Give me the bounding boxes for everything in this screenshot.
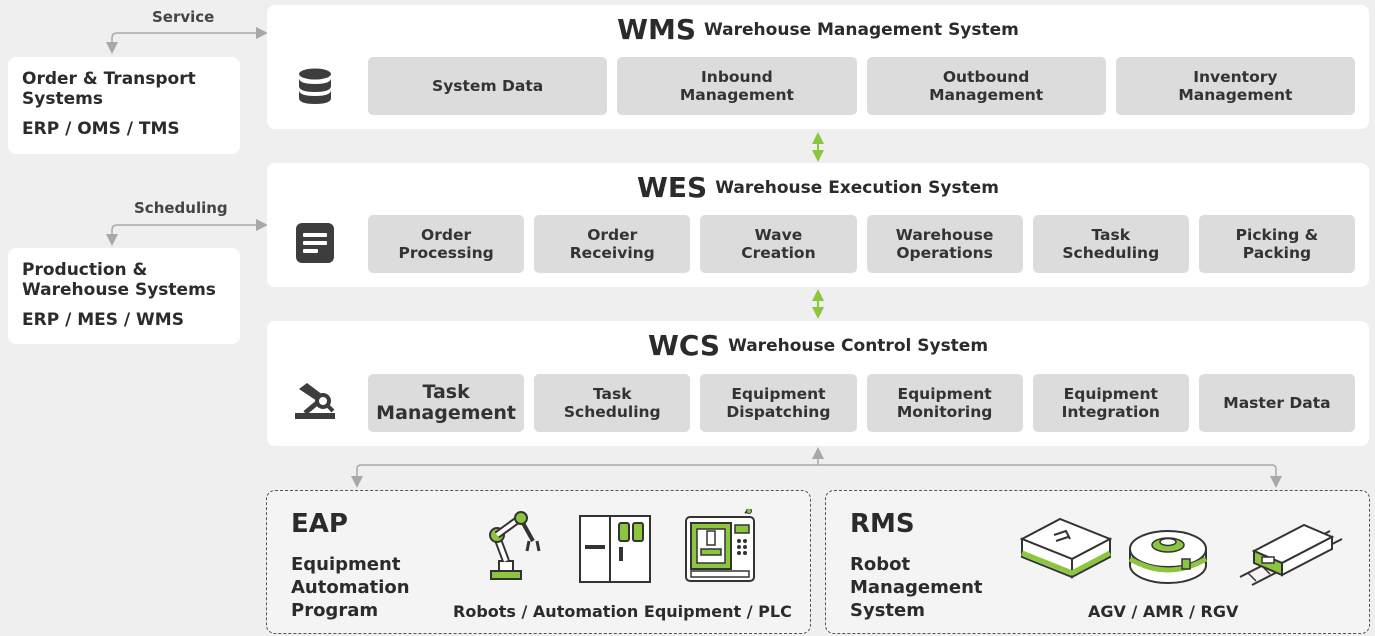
wes-module-order-receiving: Order Receiving [534,215,691,273]
order-transport-box: Order & Transport Systems ERP / OMS / TM… [8,57,240,154]
wms-full-name: Warehouse Management System [704,19,1019,40]
document-icon [296,223,334,263]
production-warehouse-title: Production & Warehouse Systems [22,260,216,300]
order-transport-subtitle: ERP / OMS / TMS [22,119,180,139]
industrial-robot-icon [489,511,541,580]
wms-title: WMS Warehouse Management System [267,13,1369,46]
wes-abbr: WES [637,171,708,204]
wes-panel: WES Warehouse Execution System Order Proc… [267,163,1369,287]
wes-title: WES Warehouse Execution System [267,171,1369,204]
wes-module-picking-packing: Picking & Packing [1198,215,1356,273]
wms-module-system-data: System Data [368,57,608,115]
agv-icon [1019,517,1113,579]
wcs-module-task-management: Task Management [368,374,525,432]
wcs-abbr: WCS [647,329,721,362]
wes-module-order-processing: Order Processing [368,215,525,273]
wcs-module-equipment-integration: Equipment Integration [1032,374,1189,432]
scheduling-label: Scheduling [134,199,228,217]
amr-icon [1128,530,1208,584]
wes-module-wave-creation: Wave Creation [700,215,857,273]
rms-caption: AGV / AMR / RGV [1088,602,1239,621]
eap-group: EAP Equipment Automation Program [266,490,811,634]
service-connector [106,27,268,54]
eap-caption: Robots / Automation Equipment / PLC [453,602,792,621]
wes-module-warehouse-operations: Warehouse Operations [866,215,1023,273]
wms-panel: WMS Warehouse Management System System Da… [267,5,1369,129]
wcs-module-equipment-dispatching: Equipment Dispatching [700,374,857,432]
wcs-module-equipment-monitoring: Equipment Monitoring [866,374,1023,432]
wms-module-outbound: Outbound Management [866,57,1106,115]
plc-cabinet-icon [579,515,651,583]
wcs-full-name: Warehouse Control System [728,335,989,356]
wes-module-task-scheduling: Task Scheduling [1032,215,1189,273]
eap-full-name: Equipment Automation Program [291,554,410,621]
wcs-panel: WCS Warehouse Control System Task Managem… [267,321,1369,446]
rms-abbr: RMS [850,509,915,539]
wms-abbr: WMS [617,13,697,46]
wcs-module-master-data: Master Data [1198,374,1356,432]
rms-full-name: Robot Management System [850,554,983,621]
wcs-module-task-scheduling: Task Scheduling [534,374,691,432]
production-warehouse-box: Production & Warehouse Systems ERP / MES… [8,248,240,344]
wcs-title: WCS Warehouse Control System [267,329,1369,362]
bottom-distribution-connector [351,464,1282,488]
rgv-icon [1239,523,1343,586]
rms-group: RMS Robot Management System AGV / AMR / … [825,490,1370,634]
wes-full-name: Warehouse Execution System [715,177,999,198]
database-icon [299,68,331,104]
production-warehouse-subtitle: ERP / MES / WMS [22,310,184,330]
order-transport-title: Order & Transport Systems [22,69,196,109]
eap-abbr: EAP [291,509,348,539]
robot-arm-icon [295,383,335,419]
wms-module-inbound: Inbound Management [617,57,857,115]
wms-module-inventory: Inventory Management [1115,57,1355,115]
cnc-machine-icon [685,509,755,582]
scheduling-connector [106,219,268,246]
service-label: Service [152,8,215,26]
